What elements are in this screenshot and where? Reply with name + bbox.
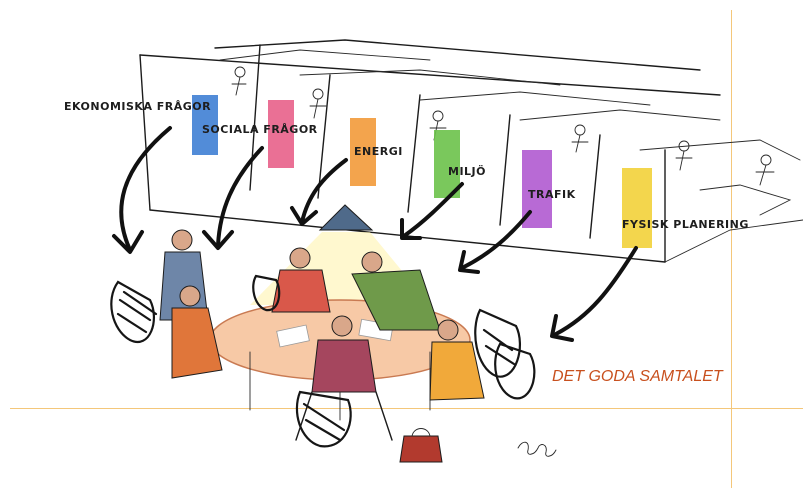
- chair-front: [297, 392, 351, 446]
- artist-signature: [518, 442, 556, 456]
- arrow-planering: [552, 248, 636, 340]
- chair-left: [111, 282, 156, 342]
- label-energi: ENERGI: [354, 145, 403, 158]
- arrow-ekonomi: [114, 128, 170, 252]
- chair-front-right: [495, 344, 534, 398]
- door-planering: [622, 168, 652, 248]
- chair-right: [475, 310, 520, 377]
- label-sociala-fragor: SOCIALA FRÅGOR: [202, 123, 318, 136]
- label-miljo: MILJÖ: [448, 164, 486, 178]
- label-fysisk-planering: FYSISK PLANERING: [622, 218, 749, 231]
- arrow-miljo: [402, 184, 462, 238]
- bag-icon: [400, 429, 442, 463]
- arrow-sociala: [204, 148, 262, 248]
- label-trafik: TRAFIK: [528, 188, 576, 201]
- label-ekonomiska-fragor: EKONOMISKA FRÅGOR: [64, 100, 211, 113]
- person-standing-left: [160, 230, 208, 320]
- caption-det-goda-samtalet: DET GODA SAMTALET: [552, 368, 723, 386]
